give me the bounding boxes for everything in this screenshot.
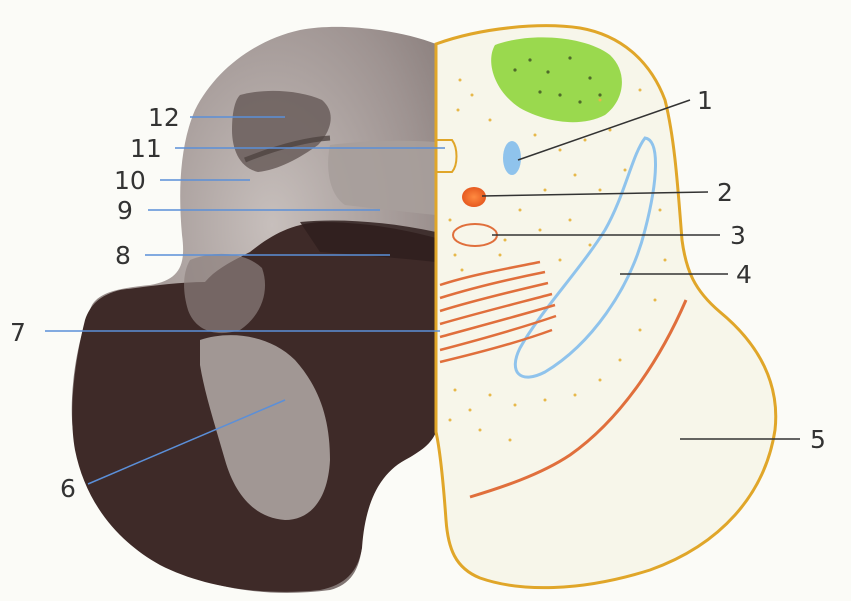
label-8: 8: [115, 241, 131, 270]
schematic-half: [436, 26, 776, 588]
label-3: 3: [730, 221, 746, 250]
label-7: 7: [10, 318, 26, 347]
label-11: 11: [130, 134, 162, 163]
label-1: 1: [697, 86, 713, 115]
label-10: 10: [114, 166, 146, 195]
photo-section-half: [72, 27, 436, 593]
label-2: 2: [717, 178, 733, 207]
nucleus-blue: [503, 141, 521, 175]
label-9: 9: [117, 196, 133, 225]
photo-gray-band: [328, 141, 436, 215]
label-4: 4: [736, 260, 752, 289]
label-12: 12: [148, 103, 180, 132]
label-5: 5: [810, 425, 826, 454]
nucleus-red: [462, 187, 486, 207]
label-6: 6: [60, 474, 76, 503]
